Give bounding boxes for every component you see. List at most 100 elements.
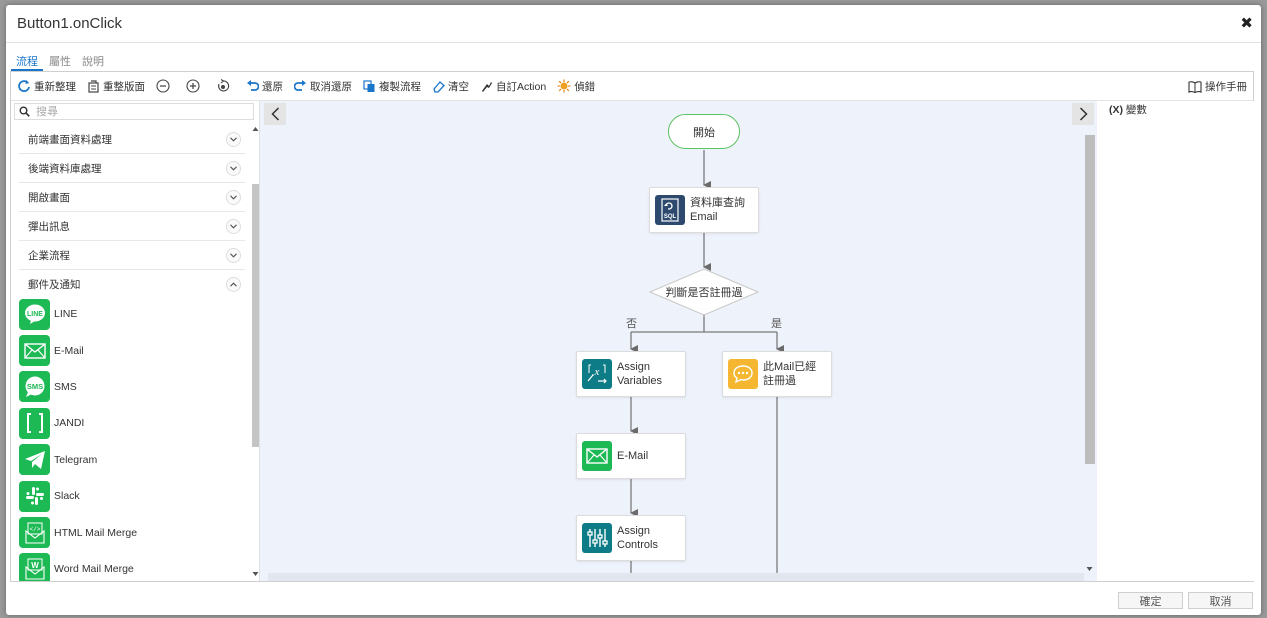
chevron-down-icon: [226, 189, 241, 205]
decision-label: 判斷是否註冊過: [665, 287, 743, 299]
variables-title[interactable]: (X) 變數: [1109, 102, 1147, 117]
custom-action-label: 自訂Action: [496, 80, 547, 93]
redo-button[interactable]: 取消還原: [294, 79, 352, 94]
node-line: Email: [690, 211, 718, 223]
action-item-list: LINE LINE E-Mail SMS SMS: [19, 296, 245, 581]
category-label: 前端畫面資料處理: [28, 133, 112, 146]
action-item-word-mail-merge[interactable]: W Word Mail Merge: [19, 551, 245, 581]
search-icon: [19, 106, 30, 117]
category-open-screen[interactable]: 開啟畫面: [19, 183, 245, 212]
node-line: Controls: [617, 539, 658, 551]
action-item-label: Telegram: [54, 453, 98, 466]
slack-icon: [19, 480, 50, 512]
sql-database-icon: SQL: [655, 195, 685, 225]
category-popup-message[interactable]: 彈出訊息: [19, 212, 245, 241]
eraser-icon: [433, 80, 445, 93]
action-item-label: Word Mail Merge: [54, 562, 134, 575]
search-input[interactable]: [36, 105, 236, 118]
start-node[interactable]: 開始: [668, 114, 740, 149]
close-icon[interactable]: ✖: [1240, 15, 1253, 32]
action-item-label: Slack: [54, 490, 80, 503]
category-enterprise-flow[interactable]: 企業流程: [19, 241, 245, 270]
title-bar: Button1.onClick ✖: [6, 5, 1261, 43]
bug-icon: [557, 79, 571, 93]
email-node[interactable]: E-Mail: [576, 433, 686, 479]
cancel-button[interactable]: 取消: [1188, 592, 1253, 609]
chevron-down-icon: [226, 218, 241, 234]
node-text: E-Mail: [617, 450, 649, 462]
canvas-horizontal-scrollbar[interactable]: [268, 573, 1084, 581]
tab-bar: 流程 屬性 說明: [11, 51, 110, 71]
reorganize-button[interactable]: 重新整理: [17, 79, 76, 94]
scroll-down-icon: [252, 572, 259, 576]
tab-properties[interactable]: 屬性: [49, 56, 71, 68]
node-line: 資料庫查詢: [690, 197, 745, 209]
custom-action-button[interactable]: 自訂Action: [480, 79, 546, 94]
node-line: 註冊過: [763, 375, 796, 387]
canvas-nav-right-button[interactable]: [1072, 103, 1094, 125]
clear-button[interactable]: 清空: [432, 79, 469, 94]
decision-diamond[interactable]: [648, 268, 760, 316]
canvas-vertical-scrollbar[interactable]: [1084, 135, 1095, 575]
zoom-in-button[interactable]: [186, 79, 203, 93]
registered-message-node[interactable]: 此Mail已經註冊過: [722, 351, 832, 397]
zoom-in-icon: [186, 79, 200, 93]
sidebar-scrollbar[interactable]: [251, 123, 259, 581]
zoom-out-icon: [156, 79, 170, 93]
copy-flow-button[interactable]: 複製流程: [363, 79, 421, 94]
category-list: 前端畫面資料處理 後端資料庫處理 開啟畫面 彈出訊息 企業流程: [19, 125, 245, 299]
clear-label: 清空: [448, 80, 469, 93]
category-backend-db[interactable]: 後端資料庫處理: [19, 154, 245, 183]
ok-button[interactable]: 確定: [1118, 592, 1183, 609]
relayout-button[interactable]: 重整版面: [87, 79, 145, 94]
action-item-sms[interactable]: SMS SMS: [19, 369, 245, 405]
tab-flow[interactable]: 流程: [11, 51, 43, 71]
copy-icon: [363, 79, 375, 92]
mail-icon: [582, 441, 612, 471]
db-query-node[interactable]: SQL 資料庫查詢 Email: [649, 187, 759, 233]
action-item-email[interactable]: E-Mail: [19, 332, 245, 368]
manual-label: 操作手冊: [1205, 81, 1247, 93]
action-item-telegram[interactable]: Telegram: [19, 442, 245, 478]
html-mail-merge-icon: </>: [19, 517, 50, 549]
word-mail-merge-icon: W: [19, 553, 50, 581]
zoom-reset-icon: [218, 79, 230, 92]
node-text: 資料庫查詢 Email: [690, 196, 745, 224]
branch-no-label: 否: [626, 318, 637, 330]
category-frontend-data[interactable]: 前端畫面資料處理: [19, 125, 245, 154]
node-line: Variables: [617, 375, 663, 387]
relayout-icon: [88, 79, 99, 93]
canvas-nav-left-button[interactable]: [264, 103, 286, 125]
svg-text:LINE: LINE: [27, 311, 43, 318]
debug-button[interactable]: 偵錯: [557, 79, 595, 94]
reorganize-label: 重新整理: [34, 80, 76, 93]
undo-button[interactable]: 還原: [246, 79, 283, 94]
svg-text:SQL: SQL: [664, 214, 677, 220]
action-item-html-mail-merge[interactable]: </> HTML Mail Merge: [19, 514, 245, 550]
action-item-slack[interactable]: Slack: [19, 478, 245, 514]
manual-button[interactable]: 操作手冊: [1188, 79, 1247, 94]
telegram-icon: [19, 444, 50, 476]
node-line: Assign: [617, 361, 651, 373]
canvas-scroll-thumb[interactable]: [1085, 135, 1095, 464]
node-line: Assign: [617, 525, 651, 537]
category-mail-notification[interactable]: 郵件及通知: [19, 270, 245, 299]
sidebar-scroll-thumb[interactable]: [252, 184, 259, 447]
zoom-out-button[interactable]: [156, 79, 173, 93]
svg-text:x: x: [594, 366, 600, 378]
action-item-label: SMS: [54, 380, 77, 393]
node-text: 此Mail已經註冊過: [763, 360, 816, 388]
svg-text:W: W: [31, 561, 39, 570]
line-icon: LINE: [19, 298, 50, 330]
action-item-jandi[interactable]: JANDI: [19, 405, 245, 441]
tab-description[interactable]: 說明: [82, 56, 104, 68]
action-item-line[interactable]: LINE LINE: [19, 296, 245, 332]
zoom-reset-button[interactable]: [216, 79, 233, 93]
chevron-up-icon: [226, 277, 241, 292]
chevron-down-icon: [226, 160, 241, 176]
redo-label: 取消還原: [310, 80, 352, 93]
